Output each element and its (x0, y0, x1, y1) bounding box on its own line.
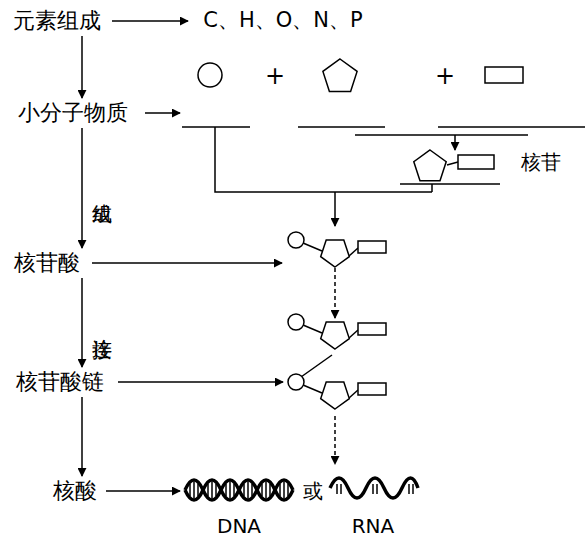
bond-line (349, 390, 358, 398)
flow-arrow (81, 397, 83, 476)
bracket-line (182, 126, 250, 128)
base-rect (358, 241, 386, 253)
bracket-line (438, 126, 585, 128)
dashed-arrow (334, 268, 336, 318)
bracket-line (215, 127, 432, 192)
sugar-pentagon (321, 382, 350, 409)
arrow-line (145, 112, 180, 114)
dashed-arrow (334, 416, 336, 464)
node-text: 核苷酸链 (16, 370, 104, 394)
bracket-line (355, 134, 528, 136)
diagram-label: 核苷 (521, 152, 561, 172)
flow-arrow (81, 128, 83, 248)
bond-line (349, 330, 358, 338)
node-text: 核苷酸 (14, 251, 80, 275)
diagram-label: + (435, 64, 455, 88)
bond-line (303, 325, 322, 333)
dna-helix (185, 480, 293, 500)
bracket-line (298, 126, 385, 128)
bond-line (349, 248, 358, 256)
flow-arrow (81, 36, 83, 98)
term-node: 小分子物质 (2, 98, 144, 128)
arrow-line (118, 381, 283, 383)
node-text: C、H、O、N、P (203, 9, 362, 32)
bond-line (303, 243, 322, 251)
bracket-line (400, 183, 500, 185)
diagram-label: 或 (303, 481, 323, 501)
node-text: 小分子物质 (18, 101, 128, 125)
rna-strand (330, 478, 418, 498)
base-rect (358, 383, 386, 395)
bond-line (301, 355, 332, 377)
arrow-line (92, 262, 282, 264)
term-node: C、H、O、N、P (188, 6, 378, 36)
flow-arrow (112, 20, 188, 22)
arrow-line (334, 192, 336, 226)
diagram-label: + (265, 64, 285, 88)
phosphate-circle (288, 232, 304, 248)
term-node: 核酸 (45, 476, 105, 506)
term-node: 元素组成 (2, 6, 112, 36)
node-text: 元素组成 (13, 9, 101, 33)
base-rect (358, 323, 386, 335)
base-rect (485, 67, 523, 83)
phosphate-circle (198, 63, 222, 87)
phosphate-circle (288, 314, 304, 330)
bond-line (303, 385, 322, 393)
base-rect (458, 155, 494, 169)
diagram-label: DNA (217, 516, 261, 536)
sugar-pentagon (321, 322, 350, 349)
sugar-pentagon (321, 240, 350, 267)
term-node: 核苷酸链 (2, 367, 118, 397)
node-text: 核酸 (53, 479, 97, 503)
bond-line (447, 162, 458, 165)
sugar-pentagon (414, 150, 446, 181)
phosphate-circle (288, 374, 304, 390)
bracket-line (431, 184, 433, 192)
term-node: 核苷酸 (2, 248, 92, 278)
arrow-line (106, 490, 180, 492)
arrow-line (454, 135, 456, 150)
flow-arrow (81, 278, 83, 367)
sugar-pentagon (323, 59, 357, 92)
diagram-label: RNA (352, 516, 395, 536)
